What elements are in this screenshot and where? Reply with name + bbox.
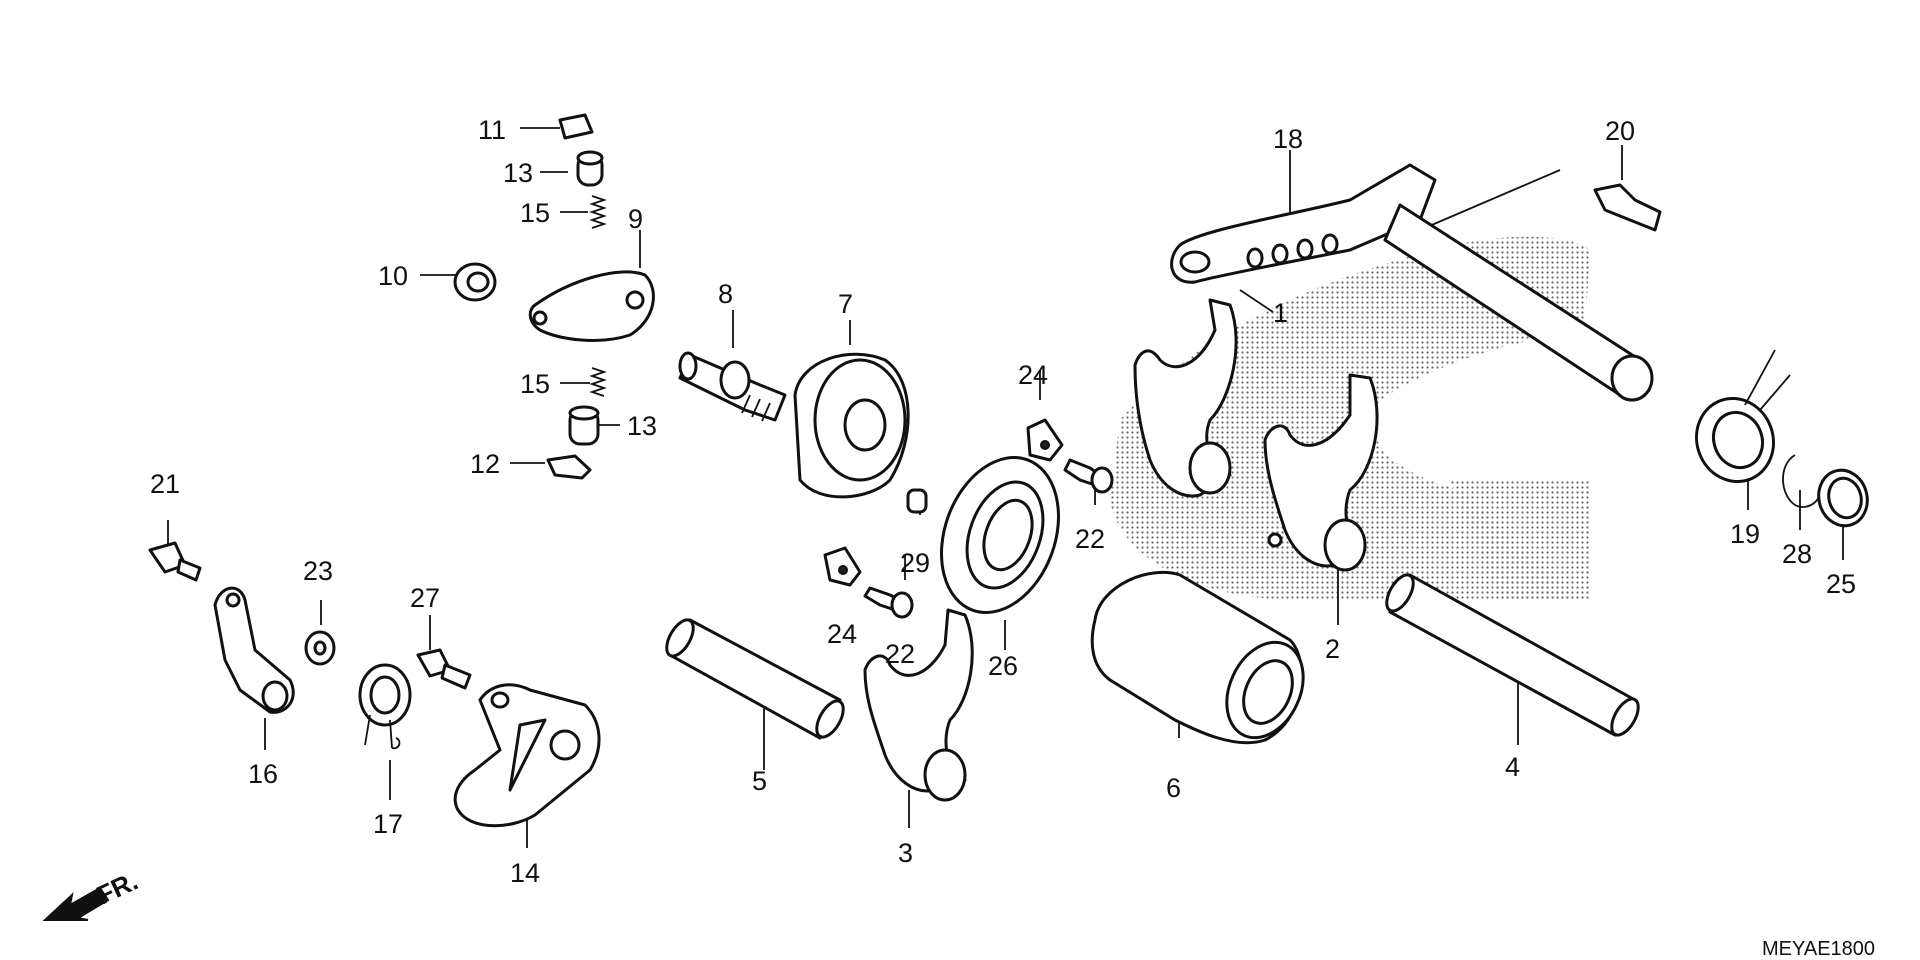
callout-14[interactable]: 14 (510, 858, 540, 888)
callout-15-lower[interactable]: 15 (520, 369, 550, 399)
part-25-ring[interactable] (1813, 465, 1874, 532)
callout-18[interactable]: 18 (1273, 124, 1303, 154)
part-13-pin-lower[interactable] (568, 405, 600, 446)
part-22-bolt-upper[interactable] (1063, 458, 1114, 494)
part-29-pin[interactable] (906, 488, 928, 514)
part-17-spring[interactable] (358, 663, 412, 750)
part-27-bolt[interactable] (416, 648, 472, 690)
part-6-boot[interactable] (1090, 570, 1318, 750)
part-11-cap[interactable] (558, 113, 594, 140)
callout-26[interactable]: 26 (988, 651, 1018, 681)
callout-10[interactable]: 10 (378, 261, 408, 291)
front-arrow-indicator: FR. (42, 866, 143, 921)
front-arrow-icon (42, 886, 110, 921)
drawing-code: MEYAE1800 (1762, 938, 1875, 960)
part-2-shift-fork[interactable] (1263, 373, 1379, 572)
part-24-plate-upper[interactable] (1026, 418, 1064, 462)
part-22-bolt-lower[interactable] (863, 586, 914, 619)
callout-19[interactable]: 19 (1730, 519, 1760, 549)
callout-23[interactable]: 23 (303, 556, 333, 586)
callout-21[interactable]: 21 (150, 469, 180, 499)
callout-15-upper[interactable]: 15 (520, 198, 550, 228)
part-4-fork-shaft[interactable] (1381, 571, 1643, 740)
callout-2[interactable]: 2 (1325, 634, 1340, 664)
part-24-plate-lower[interactable] (823, 546, 862, 587)
part-8-bolt[interactable] (678, 351, 787, 422)
callout-20[interactable]: 20 (1605, 116, 1635, 146)
callout-24-upper[interactable]: 24 (1018, 360, 1048, 390)
callout-11[interactable]: 11 (478, 115, 506, 145)
callout-24-lower[interactable]: 24 (827, 619, 857, 649)
part-20-bolt[interactable] (1593, 183, 1662, 232)
part-14-plate[interactable] (453, 683, 601, 828)
callout-22-upper[interactable]: 22 (1075, 524, 1105, 554)
callout-7[interactable]: 7 (838, 289, 853, 319)
part-26-bearing[interactable] (921, 441, 1079, 629)
callout-29[interactable]: 29 (900, 548, 930, 578)
part-5-fork-shaft[interactable] (661, 616, 848, 742)
part-12-stopper[interactable] (546, 454, 592, 480)
part-7-drum[interactable] (793, 352, 910, 499)
callout-25[interactable]: 25 (1826, 569, 1856, 599)
part-19-spring[interactable] (1685, 349, 1791, 492)
callouts: 11 13 15 9 10 15 13 12 8 7 24 22 1 18 20… (150, 115, 1856, 888)
callout-27[interactable]: 27 (410, 583, 440, 613)
part-1-shift-fork[interactable] (1133, 298, 1238, 498)
part-13-pin-upper[interactable] (576, 150, 604, 187)
part-23-washer[interactable] (304, 630, 336, 666)
part-9-holder[interactable] (528, 270, 655, 342)
callout-12[interactable]: 12 (470, 449, 500, 479)
part-21-bolt[interactable] (148, 541, 202, 582)
callout-1[interactable]: 1 (1273, 298, 1288, 328)
part-18-shift-spindle[interactable] (1383, 203, 1654, 402)
callout-9[interactable]: 9 (628, 204, 643, 234)
part-18-shift-arm[interactable] (1170, 163, 1437, 284)
part-28-clip[interactable] (1782, 454, 1824, 508)
callout-28[interactable]: 28 (1782, 539, 1812, 569)
shift-arm-holes (1246, 233, 1339, 269)
callout-22-lower[interactable]: 22 (885, 639, 915, 669)
callout-13-lower[interactable]: 13 (627, 411, 657, 441)
callout-16[interactable]: 16 (248, 759, 278, 789)
part-16-arm[interactable] (213, 586, 295, 714)
callout-4[interactable]: 4 (1505, 752, 1520, 782)
callout-17[interactable]: 17 (373, 809, 403, 839)
part-15-spring-upper[interactable] (589, 195, 607, 229)
callout-8[interactable]: 8 (718, 279, 733, 309)
part-15-spring-lower[interactable] (589, 367, 607, 397)
part-10-bushing[interactable] (453, 262, 497, 302)
callout-13-upper[interactable]: 13 (503, 158, 533, 188)
callout-3[interactable]: 3 (898, 838, 913, 868)
part-3-shift-fork[interactable] (863, 608, 974, 802)
callout-5[interactable]: 5 (752, 766, 767, 796)
callout-6[interactable]: 6 (1166, 773, 1181, 803)
